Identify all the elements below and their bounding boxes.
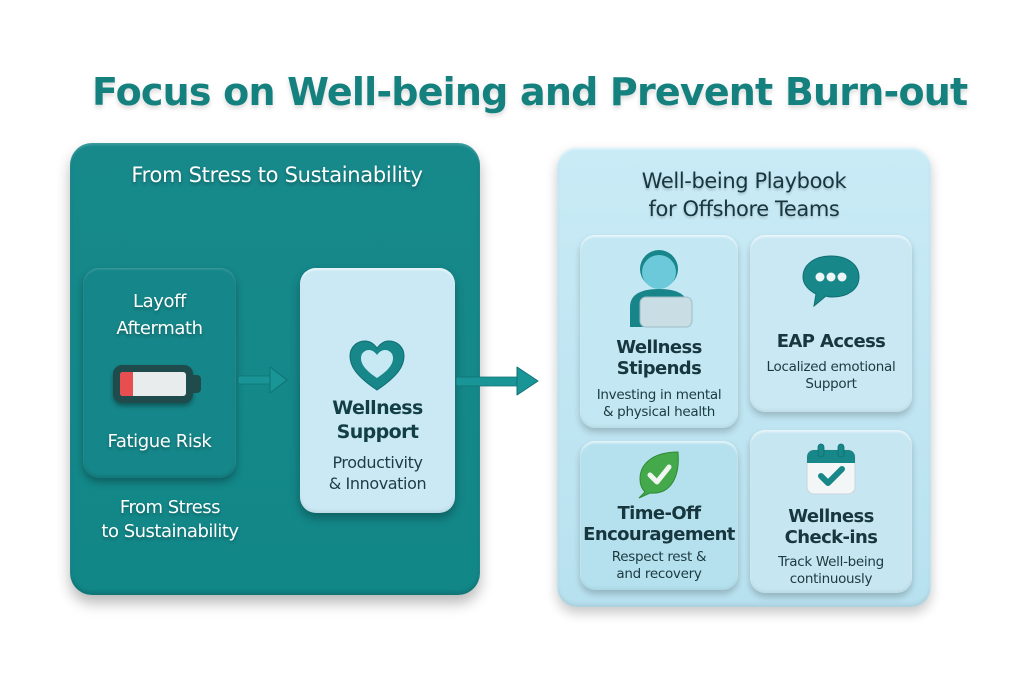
- tile-wellness-stipends: Wellness Stipends Investing in mental & …: [580, 235, 738, 428]
- battery-level: [120, 372, 134, 396]
- tile-description: Investing in mental & physical health: [580, 387, 738, 421]
- wellness-sub-line1: Productivity: [332, 453, 423, 472]
- tile-title-line2: Check-ins: [784, 527, 878, 548]
- tile-desc-line2: & physical health: [602, 404, 716, 420]
- wellness-title-line1: Wellness: [332, 397, 423, 419]
- tile-title: Time-Off Encouragement: [580, 503, 738, 545]
- battery-low-icon: [113, 365, 193, 403]
- wellness-title-line2: Support: [336, 421, 419, 443]
- tile-time-off-encouragement: Time-Off Encouragement Respect rest & an…: [580, 441, 738, 590]
- connector-arrow-icon: [455, 364, 540, 398]
- tile-title: Wellness Check-ins: [750, 506, 912, 548]
- tile-title-line1: Wellness: [788, 506, 874, 527]
- right-title-line2: for Offshore Teams: [648, 197, 840, 221]
- tile-desc-line1: Localized emotional: [766, 359, 896, 375]
- fatigue-risk-label: Fatigue Risk: [107, 431, 212, 452]
- person-laptop-icon: [630, 250, 693, 328]
- tile-description: Respect rest & and recovery: [580, 549, 738, 583]
- tile-title: EAP Access: [750, 331, 912, 352]
- wellness-sub-line2: & Innovation: [328, 474, 427, 493]
- tile-description: Track Well-being continuously: [750, 554, 912, 588]
- well-being-playbook-panel: Well-being Playbook for Offshore Teams W…: [557, 147, 931, 607]
- arrow-right-icon: [237, 365, 290, 395]
- wellness-support-title: Wellness Support: [300, 396, 455, 444]
- tile-eap-access: EAP Access Localized emotional Support: [750, 235, 912, 412]
- tile-desc-line2: Support: [805, 376, 857, 392]
- layoff-card-title: Layoff Aftermath: [83, 288, 236, 342]
- right-panel-title: Well-being Playbook for Offshore Teams: [557, 167, 931, 223]
- tile-wellness-check-ins: Wellness Check-ins Track Well-being cont…: [750, 430, 912, 593]
- layoff-aftermath-card: Layoff Aftermath Fatigue Risk: [83, 268, 236, 478]
- tile-description: Localized emotional Support: [750, 359, 912, 393]
- tile-desc-line1: Investing in mental: [596, 387, 722, 403]
- calendar-check-icon: [806, 443, 856, 495]
- stress-to-sustainability-panel: From Stress to Sustainability Layoff Aft…: [70, 143, 480, 595]
- chat-bubble-icon: [802, 255, 860, 308]
- footer-line2: to Sustainability: [101, 521, 239, 542]
- tile-title: Wellness Stipends: [580, 337, 738, 379]
- right-title-line1: Well-being Playbook: [641, 169, 847, 193]
- tile-desc-line1: Respect rest &: [611, 549, 707, 565]
- left-panel-title: From Stress to Sustainability: [131, 163, 423, 187]
- heart-icon: [349, 340, 405, 391]
- tile-title-line1: Wellness: [616, 337, 702, 358]
- footer-line1: From Stress: [119, 497, 221, 518]
- tile-desc-line2: and recovery: [616, 566, 702, 582]
- tile-desc-line1: Track Well-being: [778, 554, 884, 570]
- battery-tip: [193, 375, 201, 393]
- page-title: Focus on Well-being and Prevent Burn-out: [92, 70, 968, 114]
- wellness-support-card: Wellness Support Productivity & Innovati…: [300, 268, 455, 513]
- leaf-check-icon: [638, 451, 679, 499]
- tile-title-line1: Time-Off: [617, 503, 701, 524]
- left-panel-footer: From Stress to Sustainability: [70, 496, 270, 544]
- tile-desc-line2: continuously: [789, 571, 873, 587]
- layoff-title-line2: Aftermath: [116, 318, 203, 339]
- tile-title-line2: Stipends: [616, 358, 702, 379]
- wellness-support-subtitle: Productivity & Innovation: [300, 452, 455, 494]
- tile-title-line2: Encouragement: [583, 524, 735, 545]
- layoff-title-line1: Layoff: [133, 291, 186, 312]
- tile-title-line1: EAP Access: [776, 331, 886, 352]
